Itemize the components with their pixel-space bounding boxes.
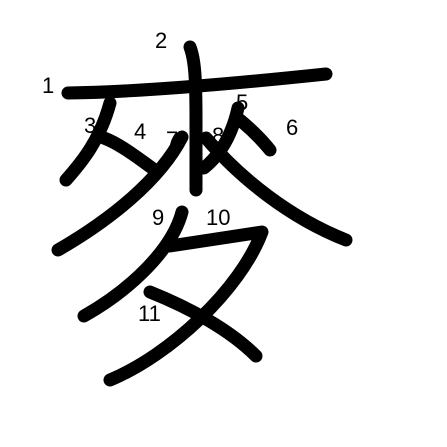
stroke-3 — [59, 96, 117, 187]
stroke-number-9: 9 — [152, 205, 164, 230]
stroke-number-6: 6 — [286, 115, 298, 140]
stroke-number-11: 11 — [138, 301, 161, 326]
stroke-6 — [233, 113, 277, 157]
stroke-7 — [51, 130, 189, 257]
stroke-2 — [183, 40, 203, 197]
stroke-number-labels: 1 2 3 4 5 6 7 8 9 10 11 — [42, 28, 298, 326]
stroke-number-3: 3 — [84, 113, 96, 138]
stroke-number-2: 2 — [155, 28, 167, 53]
stroke-number-4: 4 — [134, 119, 146, 144]
stroke-number-1: 1 — [42, 73, 54, 98]
stroke-number-8: 8 — [212, 123, 224, 148]
stroke-8 — [199, 131, 353, 247]
stroke-4 — [97, 131, 159, 175]
stroke-number-7: 7 — [166, 127, 178, 152]
stroke-11 — [143, 285, 263, 363]
stroke-number-5: 5 — [236, 90, 248, 115]
stroke-number-10: 10 — [206, 205, 230, 230]
character-strokes — [51, 40, 353, 387]
stroke-9 — [77, 205, 189, 323]
